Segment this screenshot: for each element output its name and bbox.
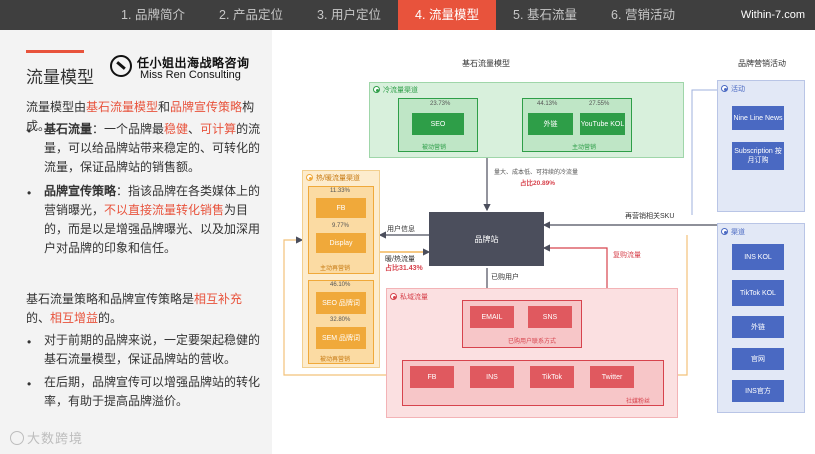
activity-dot-icon	[721, 85, 728, 92]
official-site-node[interactable]: 官网	[732, 348, 784, 370]
side-title: 品牌营销活动	[738, 59, 786, 68]
bullet-dot: •	[27, 377, 32, 391]
private-traffic-dot-icon	[390, 293, 397, 300]
bullet-early-stage: 对于前期的品牌来说，一定要架起稳健的基石流量模型，保证品牌站的营收。	[44, 333, 261, 366]
bullet-dot: •	[27, 124, 32, 138]
active-remarketing-label: 主动再营销	[320, 266, 351, 272]
seo-brand-percent: 46.10%	[330, 282, 351, 288]
ins-official-node[interactable]: INS官方	[732, 380, 784, 402]
cold-traffic-dot-icon	[373, 86, 380, 93]
cold-traffic-note: 量大、成本低、可持续的冷流量	[494, 170, 579, 176]
left-panel: 流量模型 任小姐出海战略咨询 Miss Ren Consulting 流量模型由…	[0, 30, 272, 454]
external-link-node[interactable]: 外链	[528, 113, 573, 135]
resell-sku-label: 再营销相关SKU	[625, 213, 675, 220]
ext-link-channel-node[interactable]: 外链	[732, 316, 784, 338]
logo-text-cn: 任小姐出海战略咨询	[137, 56, 250, 70]
nav-spacer	[0, 0, 104, 30]
ins-kol-node[interactable]: INS KOL	[732, 244, 784, 270]
display-node[interactable]: Display	[316, 233, 366, 253]
tiktok-social-node[interactable]: TikTok	[530, 366, 574, 388]
passive-marketing-label: 被动营销	[422, 145, 447, 151]
fb-warm-node[interactable]: FB	[316, 198, 366, 218]
user-info-label: 用户信息	[387, 226, 415, 233]
bullet-dot: •	[27, 186, 32, 200]
cold-traffic-share: 占比20.89%	[520, 180, 556, 187]
diagram-title: 基石流量模型	[462, 59, 510, 68]
subscription-node[interactable]: Subscription 按月订购	[732, 142, 784, 170]
ins-social-node[interactable]: INS	[470, 366, 514, 388]
connector-lines	[283, 89, 717, 385]
display-percent: 9.77%	[332, 223, 350, 229]
youtube-kol-node[interactable]: YouTube KOL	[580, 113, 625, 135]
seo-node[interactable]: SEO	[412, 113, 464, 135]
activity-label: 活动	[731, 86, 745, 93]
repurchase-label: 复购流量	[613, 252, 641, 259]
social-fans-label: 社媒粉丝	[626, 399, 651, 405]
sns-node[interactable]: SNS	[528, 306, 572, 328]
seo-percent: 23.73%	[430, 101, 451, 107]
title-accent-line	[26, 50, 84, 53]
warm-traffic-share: 占比31.43%	[385, 265, 423, 272]
fb-social-node[interactable]: FB	[410, 366, 454, 388]
sem-brand-node[interactable]: SEM 品牌词	[316, 327, 366, 349]
warm-traffic-note: 暖/热流量	[385, 256, 415, 263]
site-url[interactable]: Within-7.com	[740, 9, 805, 21]
fb-percent: 11.33%	[330, 188, 350, 194]
seo-brand-node[interactable]: SEO 品牌词	[316, 292, 366, 314]
warm-traffic-label: 热/暖流量渠道	[316, 175, 360, 182]
tab-traffic-model[interactable]: 4. 流量模型	[398, 0, 496, 30]
nine-line-news-node[interactable]: Nine Line News	[732, 106, 784, 130]
channel-label: 渠道	[731, 229, 745, 236]
tab-marketing-activities[interactable]: 6. 营销活动	[611, 8, 675, 22]
top-nav: 1. 品牌简介 2. 产品定位 3. 用户定位 4. 流量模型 5. 基石流量 …	[0, 0, 815, 30]
email-node[interactable]: EMAIL	[470, 306, 514, 328]
warm-traffic-dot-icon	[306, 174, 313, 181]
logo-icon	[110, 55, 132, 77]
logo-text-en: Miss Ren Consulting	[140, 69, 241, 81]
bought-users-label: 已购用户	[491, 274, 519, 281]
cold-traffic-label: 冷流量渠道	[383, 87, 418, 94]
twitter-social-node[interactable]: Twitter	[590, 366, 634, 388]
passive-remarketing-label: 被动再营销	[320, 357, 351, 363]
traffic-diagram: 基石流量模型 冷流量渠道 23.73% SEO 被动营销 44.13% 27.5…	[272, 30, 815, 454]
sem-brand-percent: 32.80%	[330, 317, 351, 323]
brand-site-hub[interactable]: 品牌站	[429, 212, 544, 266]
bullet-later-stage: 在后期，品牌宣传可以增强品牌站的转化率，有助于提高品牌溢价。	[44, 375, 261, 408]
private-traffic-label: 私域流量	[400, 294, 428, 301]
channel-dot-icon	[721, 228, 728, 235]
active-marketing-label: 主动营销	[572, 145, 597, 151]
watermark-icon	[10, 431, 24, 445]
complement-paragraph: 基石流量策略和品牌宣传策略是相互补充的、相互增益的。	[26, 292, 243, 325]
bullet-brand-promo: 品牌宣传策略：指该品牌在各类媒体上的营销曝光，不以直接流量转化销售为目的，而是以…	[44, 184, 261, 255]
tiktok-kol-node[interactable]: TikTok KOL	[732, 280, 784, 306]
bullet-dot: •	[27, 335, 32, 349]
buyer-contact-label: 已购用户联系方式	[508, 339, 557, 345]
watermark: 大数跨境	[10, 428, 83, 447]
tab-cornerstone-traffic[interactable]: 5. 基石流量	[513, 8, 577, 22]
ext-link-percent: 44.13%	[537, 101, 558, 107]
tab-product-positioning[interactable]: 2. 产品定位	[219, 8, 283, 22]
bullet-cornerstone: 基石流量：一个品牌最稳健、可计算的流量，可以给品牌站带来稳定的、可转化的流量，保…	[44, 122, 261, 174]
tab-brand-intro[interactable]: 1. 品牌简介	[121, 8, 185, 22]
page-title: 流量模型	[26, 68, 94, 87]
youtube-percent: 27.55%	[589, 101, 610, 107]
intro-paragraph: 流量模型由基石流量模型和品牌宣传策略构成。	[26, 100, 255, 133]
tab-user-positioning[interactable]: 3. 用户定位	[317, 8, 381, 22]
